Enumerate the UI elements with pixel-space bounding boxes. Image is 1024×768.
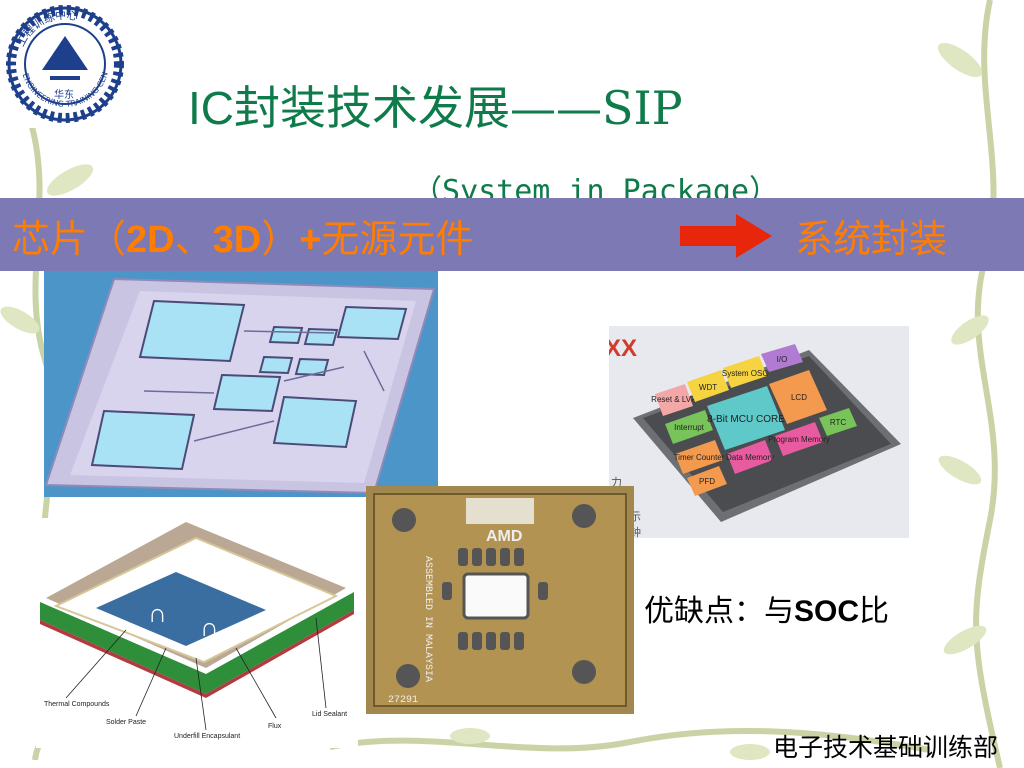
svg-text:∩: ∩ — [200, 612, 219, 642]
block-io: I/O — [777, 355, 788, 364]
side-text: 力 — [611, 476, 622, 489]
banner-bold-2d: 2D — [126, 219, 175, 261]
banner-right-text: 系统封装 — [795, 217, 948, 261]
svg-text:∩: ∩ — [148, 598, 167, 628]
amd-processor-image: AMD ASSEMBLED IN MALAYSIA 27291 — [366, 486, 634, 714]
banner-text-part: ） — [261, 217, 300, 261]
page-title: IC封装技术发展——SIP — [188, 72, 683, 135]
note-text: 优缺点：与 — [644, 594, 794, 629]
label-flux: Flux — [268, 723, 282, 730]
amd-code: 27291 — [388, 695, 418, 706]
block-program-memory: Program Memory — [768, 435, 830, 444]
multichip-substrate-image — [44, 271, 438, 497]
mcu-block-diagram-image: XX Reset & LVR WDT System OSC I/O Interr… — [609, 326, 909, 538]
right-arrow-icon — [680, 214, 772, 258]
block-reset: Reset & LVR — [651, 395, 697, 404]
banner — [0, 198, 1024, 271]
block-wdt: WDT — [699, 383, 717, 392]
banner-left-text: 芯片（2D、3D）+无源元件 — [12, 208, 473, 263]
block-rtc: RTC — [830, 418, 847, 427]
block-interrupt: Interrupt — [674, 423, 705, 432]
footer-department: 电子技术基础训练部 — [772, 733, 998, 762]
pros-cons-note: 优缺点：与SOC比 — [644, 586, 889, 630]
label-thermal-compounds: Thermal Compounds — [44, 701, 110, 708]
note-text: 比 — [859, 594, 890, 629]
amd-brand: AMD — [486, 528, 522, 545]
block-data-memory: Data Memory — [726, 453, 774, 462]
label-lid-sealant: Lid Sealant — [312, 711, 347, 718]
amd-assembled-text: ASSEMBLED IN MALAYSIA — [422, 556, 433, 682]
logo-emblem-text: 华东 — [54, 88, 74, 101]
label-underfill: Underfill Encapsulant — [174, 733, 240, 740]
block-system-osc: System OSC — [722, 369, 768, 378]
banner-separator: 、 — [174, 217, 213, 261]
note-bold-soc: SOC — [794, 595, 860, 628]
vine-decoration-bottom — [330, 727, 930, 760]
block-mcu-core: 8-Bit MCU CORE — [707, 414, 785, 425]
banner-bold-3d: 3D — [212, 219, 262, 261]
banner-plus: + — [299, 219, 322, 261]
vine-decoration-right — [937, 0, 1003, 768]
engineering-training-center-logo: 工程训练中心 ENGINEERING TRAINING CENTER 华东 — [0, 0, 124, 123]
block-lcd: LCD — [791, 393, 807, 402]
label-solder-paste: Solder Paste — [106, 719, 146, 726]
flip-chip-package-image: ∩ ∩ Thermal Compounds Solder Paste Under… — [36, 518, 358, 748]
title-prefix: IC — [188, 82, 234, 134]
banner-text-part: 无源元件 — [321, 217, 474, 261]
title-main: 封装技术发展——SIP — [234, 81, 683, 135]
block-pfd: PFD — [699, 477, 715, 486]
brand-fragment: XX — [609, 335, 637, 362]
block-timer-counter: Timer Counter — [674, 453, 725, 462]
banner-text-part: 芯片（ — [12, 217, 127, 261]
logo: 工程训练中心 ENGINEERING TRAINING CENTER 华东 — [0, 0, 130, 128]
